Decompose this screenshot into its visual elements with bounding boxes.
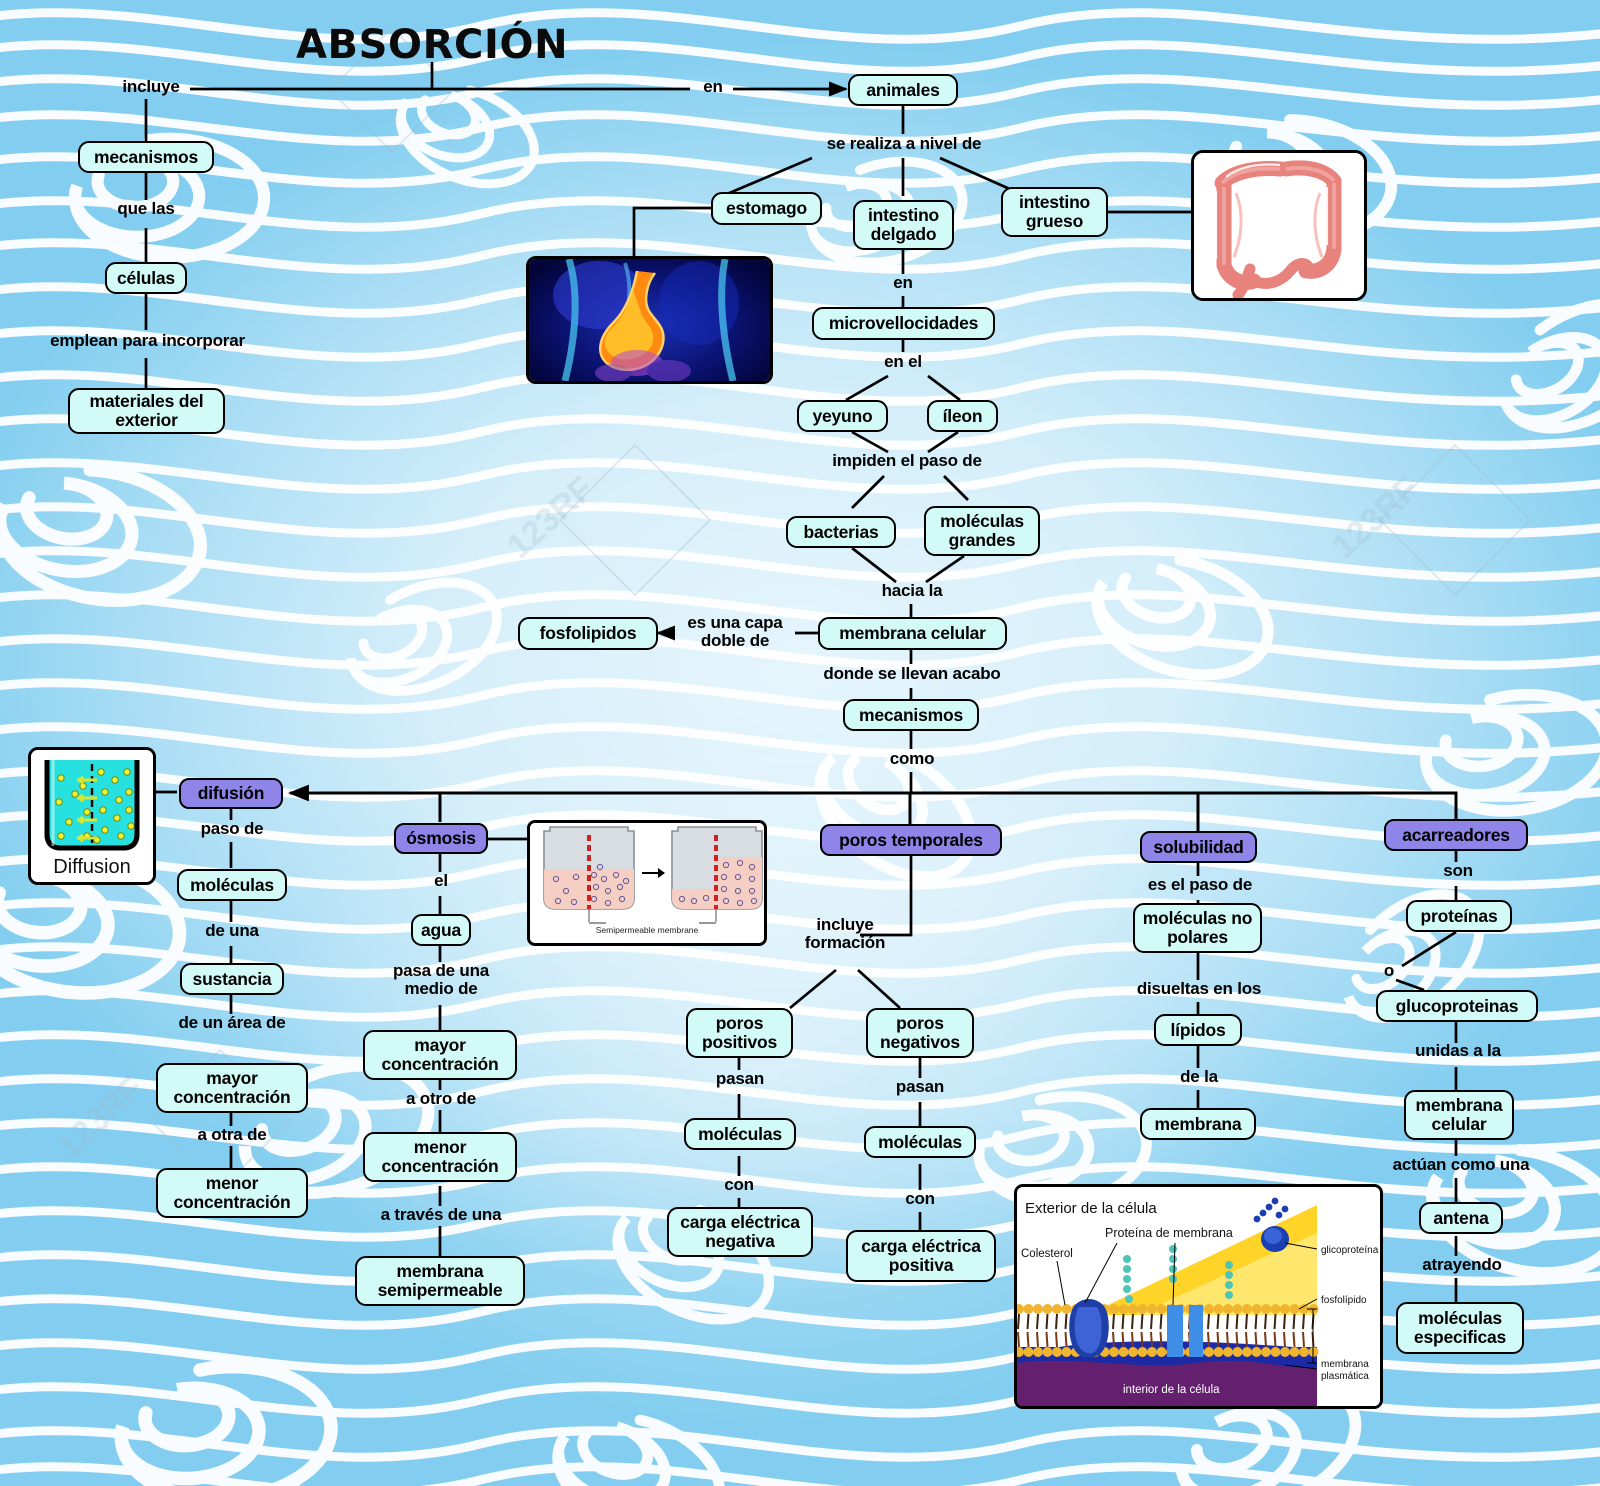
- membrane-label-protein: Proteína de membrana: [1105, 1226, 1233, 1240]
- node-carga-electrica-positiva[interactable]: carga eléctrica positiva: [846, 1230, 996, 1282]
- link-label-se-realiza-a-nivel-de: se realiza a nivel de: [826, 134, 982, 153]
- node-animales[interactable]: animales: [848, 74, 958, 106]
- link-label-como: como: [889, 749, 935, 768]
- node-bacterias[interactable]: bacterias: [786, 516, 896, 548]
- node-sustancia[interactable]: sustancia: [180, 963, 284, 995]
- node-acarreadores[interactable]: acarreadores: [1384, 819, 1528, 851]
- node-poros-positivos[interactable]: poros positivos: [686, 1008, 793, 1058]
- link-label-en-el: en el: [884, 352, 922, 371]
- link-label-que-las: que las: [117, 199, 175, 218]
- node-osmosis[interactable]: ósmosis: [394, 823, 488, 854]
- node-moleculas-especificas[interactable]: moléculas especificas: [1396, 1302, 1524, 1354]
- link-label-pasa-de-una-medio-de: pasa de una medio de: [392, 961, 490, 999]
- node-mayor-concentracion-difusion[interactable]: mayor concentración: [156, 1063, 308, 1113]
- link-label-disueltas-en-los: disueltas en los: [1136, 979, 1262, 998]
- node-intestino-delgado[interactable]: intestino delgado: [853, 200, 954, 250]
- link-label-en-microvellocidades: en: [893, 273, 913, 292]
- link-label-el: el: [434, 871, 448, 890]
- svg-text:plasmática: plasmática: [1321, 1371, 1369, 1382]
- link-label-incluye: incluye: [122, 77, 180, 96]
- node-ileon[interactable]: íleon: [927, 400, 998, 432]
- node-yeyuno[interactable]: yeyuno: [797, 400, 888, 432]
- link-label-paso-de: paso de: [200, 819, 264, 838]
- node-antena[interactable]: antena: [1419, 1202, 1503, 1234]
- page-title: ABSORCIÓN: [296, 22, 569, 68]
- stomach-illustration: [526, 256, 773, 384]
- node-moleculas-poros-positivos[interactable]: moléculas: [684, 1118, 796, 1150]
- diffusion-illustration: Diffusion: [28, 747, 156, 885]
- diffusion-caption: Diffusion: [53, 856, 131, 878]
- node-glucoproteinas[interactable]: glucoproteinas: [1376, 990, 1538, 1022]
- node-moleculas-grandes[interactable]: moléculas grandes: [924, 506, 1040, 556]
- link-label-atrayendo: atrayendo: [1422, 1255, 1502, 1274]
- membrane-label-cholesterol: Colesterol: [1021, 1248, 1073, 1260]
- node-microvellocidades[interactable]: microvellocidades: [812, 307, 995, 340]
- node-moleculas-difusion[interactable]: moléculas: [177, 869, 287, 901]
- link-label-impiden-el-paso-de: impiden el paso de: [832, 451, 982, 470]
- link-label-pasan-izquierda: pasan: [715, 1069, 765, 1088]
- link-label-a-otro-de: a otro de: [406, 1089, 476, 1108]
- node-carga-electrica-negativa[interactable]: carga eléctrica negativa: [667, 1207, 813, 1257]
- node-fosfolipidos[interactable]: fosfolipidos: [518, 617, 658, 650]
- node-agua[interactable]: agua: [411, 914, 471, 946]
- link-label-emplean-para-incorporar: emplean para incorporar: [50, 331, 245, 350]
- node-poros-temporales[interactable]: poros temporales: [820, 824, 1002, 856]
- node-membrana-celular[interactable]: membrana celular: [818, 617, 1007, 650]
- link-label-a-traves-de-una: a través de una: [380, 1205, 502, 1224]
- membrane-label-phospholipid: fosfolípido: [1321, 1295, 1367, 1306]
- link-label-de-la: de la: [1180, 1067, 1218, 1086]
- node-solubilidad[interactable]: solubilidad: [1140, 831, 1257, 863]
- node-moleculas-poros-negativos[interactable]: moléculas: [864, 1126, 976, 1158]
- node-lipidos[interactable]: lípidos: [1154, 1014, 1242, 1046]
- node-poros-negativos[interactable]: poros negativos: [866, 1008, 974, 1058]
- link-label-es-una-capa-doble-de: es una capa doble de: [687, 613, 783, 651]
- link-label-a-otra-de: a otra de: [197, 1125, 267, 1144]
- node-proteinas[interactable]: proteínas: [1406, 900, 1512, 932]
- link-label-unidas-a-la: unidas a la: [1415, 1041, 1501, 1060]
- membrane-label-exterior: Exterior de la célula: [1025, 1200, 1157, 1217]
- membrane-label-interior: interior de la célula: [1123, 1384, 1220, 1396]
- link-label-actuan-como-una: actúan como una: [1392, 1155, 1530, 1174]
- osmosis-illustration: Semipermeable membrane: [527, 820, 767, 946]
- membrane-label-plasma-membrane: membrana: [1321, 1359, 1369, 1370]
- membrane-label-glycoprotein: glicoproteína: [1321, 1245, 1379, 1256]
- link-label-es-el-paso-de: es el paso de: [1147, 875, 1253, 894]
- node-difusion[interactable]: difusión: [179, 778, 283, 809]
- link-label-son: son: [1443, 861, 1473, 880]
- node-materiales-del-exterior[interactable]: materiales del exterior: [68, 388, 225, 434]
- node-estomago[interactable]: estomago: [711, 192, 822, 225]
- node-mayor-concentracion-osmosis[interactable]: mayor concentración: [363, 1030, 517, 1080]
- node-membrana[interactable]: membrana: [1140, 1108, 1256, 1140]
- node-menor-concentracion-osmosis[interactable]: menor concentración: [363, 1132, 517, 1182]
- link-label-incluye-formacion: incluye formación: [804, 915, 886, 953]
- link-label-de-un-area-de: de un área de: [178, 1013, 286, 1032]
- node-membrana-semipermeable[interactable]: membrana semipermeable: [355, 1256, 525, 1306]
- node-celulas[interactable]: células: [105, 262, 187, 294]
- node-membrana-celular-acarreadores[interactable]: membrana celular: [1404, 1090, 1514, 1140]
- osmosis-caption: Semipermeable membrane: [595, 925, 699, 935]
- node-intestino-grueso[interactable]: intestino grueso: [1001, 187, 1108, 237]
- link-label-en-top: en: [703, 77, 723, 96]
- node-mecanismos-mid[interactable]: mecanismos: [843, 699, 979, 731]
- link-label-hacia-la: hacia la: [881, 581, 943, 600]
- link-label-de-una: de una: [205, 921, 259, 940]
- cell-membrane-illustration: Exterior de la célula Proteína de membra…: [1014, 1184, 1383, 1409]
- large-intestine-illustration: [1191, 150, 1367, 301]
- link-label-o: o: [1383, 961, 1395, 980]
- node-mecanismos-top[interactable]: mecanismos: [78, 141, 214, 173]
- link-label-pasan-derecha: pasan: [895, 1077, 945, 1096]
- node-menor-concentracion-difusion[interactable]: menor concentración: [156, 1168, 308, 1218]
- link-label-donde-se-llevan-acabo: donde se llevan acabo: [823, 664, 1001, 683]
- link-label-con-izquierda: con: [724, 1175, 754, 1194]
- link-label-con-derecha: con: [905, 1189, 935, 1208]
- node-moleculas-no-polares[interactable]: moléculas no polares: [1133, 903, 1262, 953]
